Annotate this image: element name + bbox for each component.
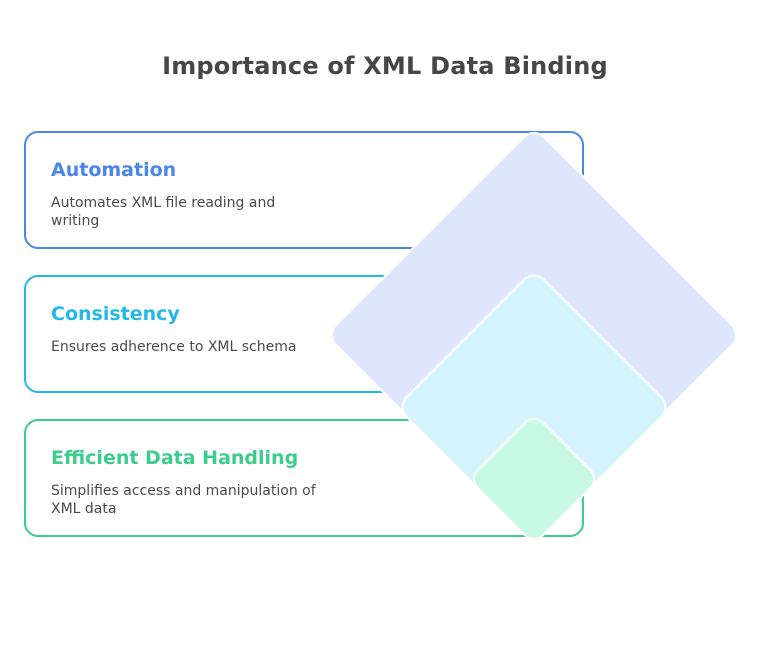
card-heading: Automation (51, 159, 177, 181)
card-efficient-data-handling: Efficient Data Handling Simplifies acces… (24, 419, 584, 537)
diamond-inner (472, 417, 596, 541)
card-description: Ensures adherence to XML schema (51, 339, 297, 355)
card-heading: Efficient Data Handling (51, 447, 299, 469)
diagram-title: Importance of XML Data Binding (162, 52, 608, 80)
card-heading: Consistency (51, 303, 180, 325)
card-description: Simplifies access and manipulation of XM… (51, 483, 316, 517)
diamond-middle (401, 274, 667, 540)
card-description: Automates XML file reading and writing (51, 195, 276, 229)
